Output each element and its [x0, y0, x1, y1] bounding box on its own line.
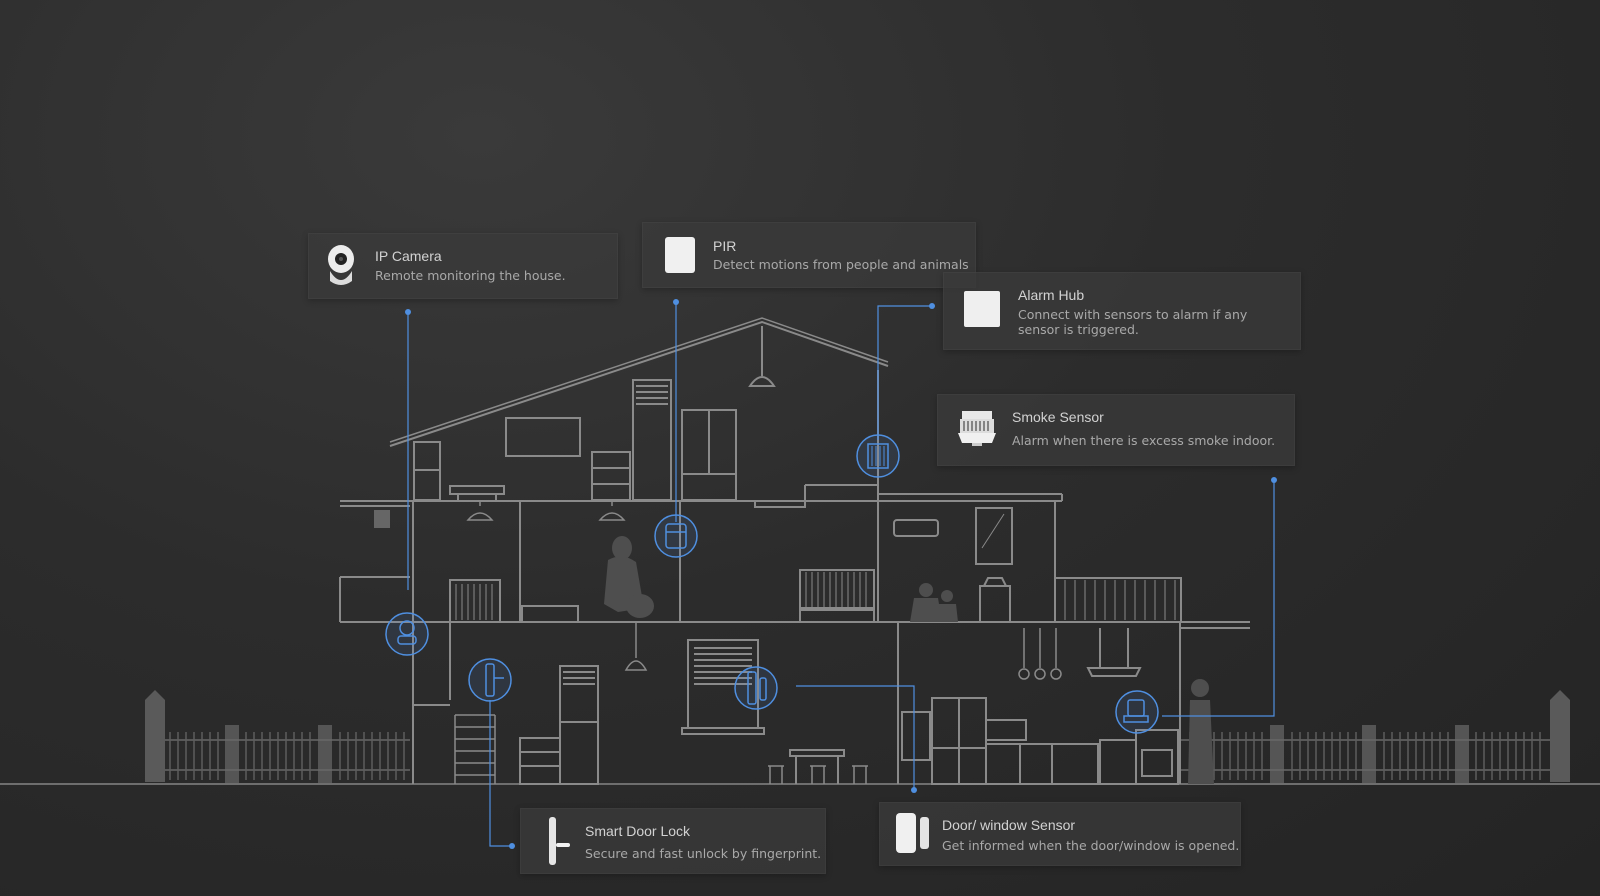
door-lock-icon [549, 817, 570, 865]
people-silhouettes [374, 510, 1214, 784]
marker-door-lock-icon [468, 658, 512, 702]
smoke-sensor-icon [958, 411, 996, 446]
door-window-sensor-icon [896, 813, 929, 853]
door-window-sensor-title: Door/ window Sensor [942, 817, 1076, 833]
smoke-sensor-title: Smoke Sensor [1012, 409, 1104, 425]
marker-pir-sensor-icon [654, 514, 698, 558]
marker-smoke-sensor-icon [856, 434, 900, 478]
alarm-hub-card[interactable]: Alarm Hub Connect with sensors to alarm … [943, 272, 1301, 350]
fence-left [145, 690, 410, 783]
alarm-hub-title: Alarm Hub [1018, 287, 1085, 303]
door-lock-title: Smart Door Lock [585, 823, 691, 839]
door-window-sensor-desc: Get informed when the door/window is ope… [942, 838, 1240, 853]
pir-desc: Detect motions from people and animals [713, 257, 969, 272]
door-lock-card[interactable]: Smart Door Lock Secure and fast unlock b… [520, 808, 826, 874]
device-markers [385, 434, 1159, 734]
pir-card[interactable]: PIR Detect motions from people and anima… [642, 222, 976, 288]
ip-camera-card[interactable]: IP Camera Remote monitoring the house. [308, 233, 618, 299]
fence-right [1180, 690, 1570, 783]
alarm-hub-icon [964, 291, 1000, 327]
ip-camera-desc: Remote monitoring the house. [375, 268, 566, 283]
door-window-sensor-card[interactable]: Door/ window Sensor Get informed when th… [879, 802, 1241, 866]
house-outline [339, 317, 1250, 785]
alarm-hub-desc: Connect with sensors to alarm if any sen… [1018, 307, 1248, 337]
smoke-sensor-card[interactable]: Smoke Sensor Alarm when there is excess … [937, 394, 1295, 466]
marker-door-window-sensor-icon [734, 666, 778, 710]
ip-camera-icon [328, 245, 354, 285]
door-lock-desc: Secure and fast unlock by fingerprint. [585, 846, 822, 861]
smoke-sensor-desc: Alarm when there is excess smoke indoor. [1012, 433, 1276, 448]
ip-camera-title: IP Camera [375, 248, 442, 264]
connector-lines [407, 302, 1275, 847]
marker-alarm-hub-icon [1115, 690, 1159, 734]
marker-ip-camera-icon [385, 612, 429, 656]
pir-title: PIR [713, 238, 737, 254]
connector-dots [405, 299, 1277, 849]
pir-sensor-icon [665, 237, 695, 273]
